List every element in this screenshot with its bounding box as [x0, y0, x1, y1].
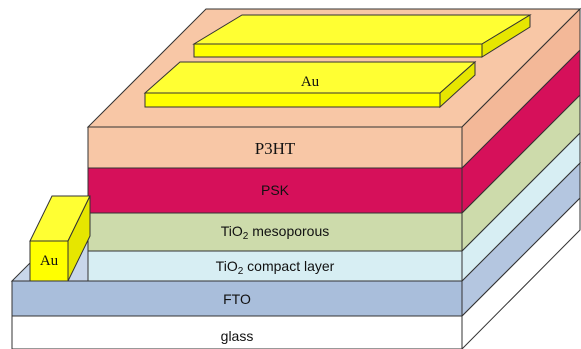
side-au-electrode: Au	[29, 195, 91, 282]
back-au-top	[192, 14, 532, 45]
psk-front	[87, 167, 463, 214]
psk-layer: PSK	[87, 48, 581, 215]
tio2-mesoporous-layer: TiO2 mesoporous	[87, 93, 581, 253]
fto-front	[11, 280, 463, 317]
tio2-compact-layer: TiO2 compact layer	[87, 131, 581, 283]
side-au-front	[29, 240, 69, 282]
fto-label: FTO	[223, 291, 251, 307]
tio2-compact-label: TiO2 compact layer	[216, 258, 335, 277]
top-au-electrode-front: Au	[143, 60, 477, 109]
tio2-compact-front	[87, 250, 463, 282]
back-au-front	[193, 43, 483, 58]
p3ht-front	[87, 126, 463, 169]
top-au-electrode-back	[192, 14, 532, 58]
tio2-meso-label: TiO2 mesoporous	[221, 223, 330, 242]
front-au-front	[144, 92, 441, 108]
top-au-label: Au	[301, 74, 320, 90]
glass-front	[11, 315, 463, 349]
glass-label: glass	[221, 328, 254, 344]
glass-layer: glass	[11, 196, 581, 349]
psk-label: PSK	[261, 182, 290, 198]
p3ht-label: P3HT	[255, 139, 296, 158]
side-au-label: Au	[40, 253, 59, 269]
